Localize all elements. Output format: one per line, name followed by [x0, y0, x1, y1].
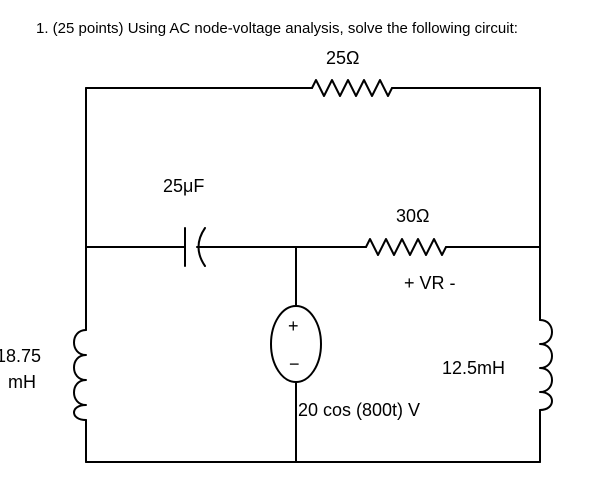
- resistor-mid-symbol: [365, 238, 447, 256]
- voltage-vr-label: + VR -: [404, 273, 456, 293]
- inductor-left-symbol: [73, 329, 87, 421]
- source-minus-sign: −: [289, 354, 300, 374]
- problem-statement: 1. (25 points) Using AC node-voltage ana…: [36, 20, 518, 37]
- inductor-left-label-unit: mH: [8, 372, 36, 392]
- inductor-right-symbol: [539, 319, 553, 411]
- inductor-right-label: 12.5mH: [442, 358, 506, 378]
- source-label: 20 cos (800t) V: [298, 400, 421, 420]
- resistor-mid-label: 30Ω: [396, 206, 430, 226]
- source-plus-sign: +: [288, 316, 299, 336]
- resistor-top-label: 25Ω: [326, 48, 360, 68]
- capacitor-label: 25μF: [163, 176, 205, 196]
- inductor-left-label-value: 18.75: [0, 346, 42, 366]
- resistor-top-symbol: [311, 79, 393, 97]
